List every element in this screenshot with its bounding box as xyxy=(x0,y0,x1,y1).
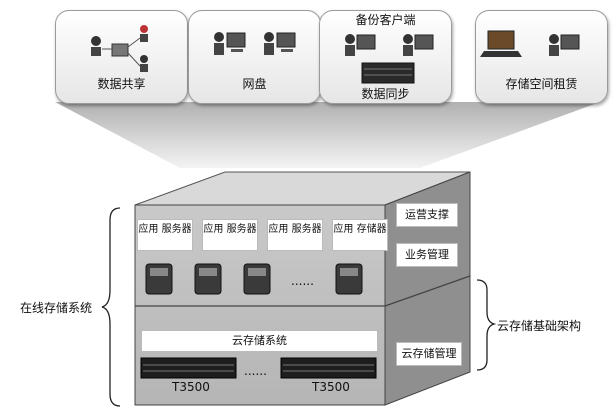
user-computer-icon xyxy=(345,34,434,84)
annotation-online-storage: 在线存储系统 xyxy=(20,301,93,315)
app-storage-box: 应用 存储器 xyxy=(332,219,388,251)
card-label: 数据共享 xyxy=(97,77,146,91)
storage-ellipsis: ...... xyxy=(244,364,267,378)
storage-unit-label: T3500 xyxy=(172,380,210,394)
app-server-box: 应用 服务器 xyxy=(202,219,258,251)
card-data-sync: 备份客户端 数据同步 xyxy=(319,10,452,104)
card-data-sharing: 数据共享 xyxy=(55,10,188,104)
annotation-cloud-infra: 云存储基础架构 xyxy=(497,319,582,333)
card-netdisk: 网盘 xyxy=(188,10,321,104)
people-network-icon xyxy=(91,25,148,72)
laptop-icon xyxy=(480,30,580,57)
left-brace xyxy=(101,207,121,407)
card-label: 存储空间租赁 xyxy=(505,77,578,91)
app-server-box: 应用 服务器 xyxy=(267,219,323,251)
server-ellipsis: ...... xyxy=(291,274,314,288)
card-storage-rental: 存储空间租赁 xyxy=(475,10,608,104)
right-brace xyxy=(476,279,497,371)
storage-unit-label: T3500 xyxy=(312,380,350,394)
cloud-storage-system-label: 云存储系统 xyxy=(141,330,378,352)
card-label: 数据同步 xyxy=(361,87,410,101)
user-computer-icon xyxy=(214,32,296,55)
side-label-cloud-management: 云存储管理 xyxy=(396,342,462,366)
card-title: 备份客户端 xyxy=(355,13,416,27)
side-label-operations: 运营支撑 xyxy=(396,203,458,227)
side-divider xyxy=(384,275,471,307)
light-cone xyxy=(55,102,600,168)
card-label: 网盘 xyxy=(242,77,267,91)
app-server-box: 应用 服务器 xyxy=(137,219,193,251)
server-rack-icon xyxy=(361,62,415,84)
side-label-business: 业务管理 xyxy=(396,243,458,267)
